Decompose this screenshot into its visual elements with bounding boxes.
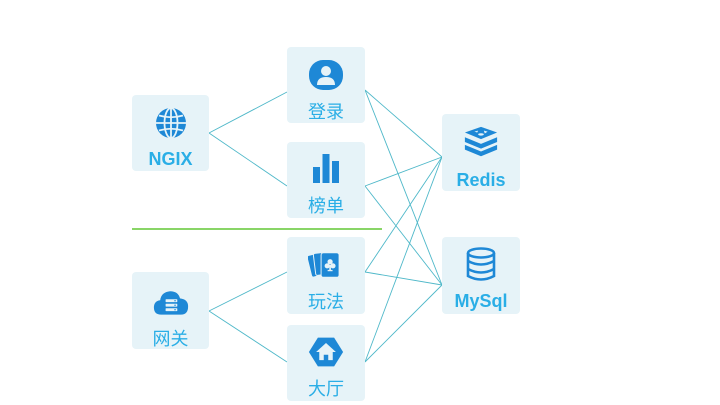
node-mysql: MySql (442, 237, 520, 314)
node-gameplay: 玩法 (287, 237, 365, 314)
playing-cards-icon (308, 247, 344, 283)
node-login: 登录 (287, 47, 365, 123)
node-mysql-label: MySql (454, 291, 508, 311)
edge-hall-mysql (364, 284, 443, 363)
home-icon (308, 334, 344, 370)
edge-gate-hall (208, 310, 288, 363)
edge-hall-redis (364, 156, 443, 363)
node-ngix-label: NGIX (148, 149, 193, 169)
database-icon (463, 247, 499, 283)
node-gameplay-label: 玩法 (308, 292, 344, 312)
bar-chart-icon (308, 150, 344, 186)
node-rank-label: 榜单 (308, 196, 344, 216)
edge-rank-redis (364, 156, 443, 187)
edge-play-mysql (364, 271, 443, 286)
edge-login-mysql (364, 89, 443, 286)
node-lobby: 大厅 (287, 325, 365, 401)
globe-icon (153, 105, 189, 141)
node-gateway: 网关 (132, 272, 209, 349)
edge-login-redis (364, 89, 443, 158)
node-redis-label: Redis (456, 170, 506, 190)
edge-gate-play (208, 271, 288, 312)
node-ngix: NGIX (132, 95, 209, 171)
edge-ngix-rank (208, 132, 288, 187)
cloud-server-icon (153, 284, 189, 320)
node-login-label: 登录 (308, 102, 344, 122)
edge-ngix-login (208, 91, 288, 134)
edge-rank-mysql (364, 185, 443, 286)
node-rank: 榜单 (287, 142, 365, 218)
edge-play-redis (364, 156, 443, 273)
connector-lines (208, 89, 443, 363)
node-gateway-label: 网关 (152, 329, 189, 349)
user-icon (308, 57, 344, 93)
node-lobby-label: 大厅 (308, 379, 344, 399)
redis-stack-icon (463, 124, 499, 160)
node-redis: Redis (442, 114, 520, 191)
